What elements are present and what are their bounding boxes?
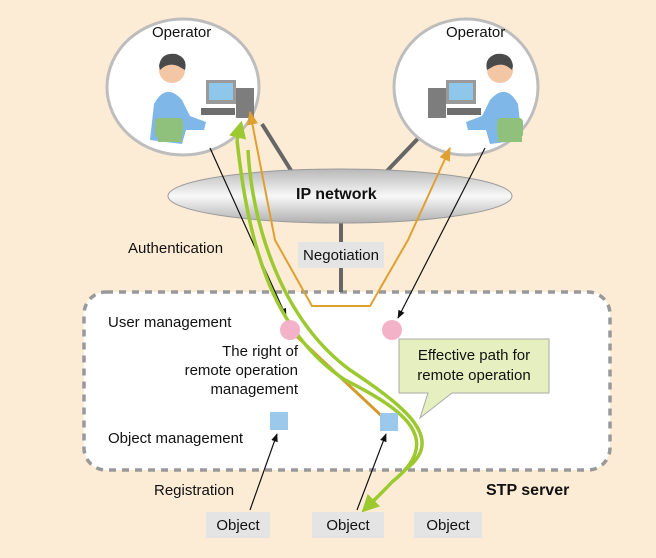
negotiation-path [246, 110, 451, 307]
object-box-2: Object [312, 512, 384, 538]
callout-bubble [398, 338, 550, 420]
object-box-1: Object [206, 512, 270, 538]
user-node-right [382, 320, 402, 340]
ip-network-label: IP network [296, 186, 377, 203]
left-authentication-arrow [209, 147, 287, 317]
user-node-left [280, 320, 300, 340]
left-operator-circle [105, 17, 261, 157]
left-operator-label: Operator [152, 24, 212, 41]
callout-line-2: remote operation [417, 367, 531, 384]
effective-path-lower [235, 139, 419, 513]
object-node-left [270, 412, 288, 430]
authentication-label: Authentication [128, 240, 224, 257]
left-operator-person-icon [150, 53, 206, 144]
user-management-label: User management [108, 314, 232, 331]
registration-arrow-right [356, 433, 387, 511]
ip-network-ellipse [167, 168, 513, 224]
stp-server-label: STP server [486, 482, 570, 499]
object-management-label: Object management [108, 430, 244, 447]
effective-path-callout: Effective path for remote operation [399, 339, 549, 393]
right-operator-label: Operator [446, 24, 506, 41]
registration-arrow-left [249, 433, 278, 511]
effective-path-arrow-up [229, 120, 247, 141]
left-computer-icon [201, 80, 254, 118]
left-operator-link [260, 122, 294, 174]
right-authentication-arrow [397, 147, 486, 319]
registration-label: Registration [154, 482, 235, 499]
callout-line-1: Effective path for [417, 347, 531, 364]
right-computer-icon [428, 80, 481, 118]
right-operator-person-icon [466, 53, 523, 144]
remote-operation-right-label: The right of remote operation management [184, 343, 298, 398]
object-box-3: Object [414, 512, 482, 538]
effective-path-upper [246, 149, 424, 472]
object-node-right [380, 413, 398, 431]
negotiation-label: Negotiation [298, 242, 384, 268]
